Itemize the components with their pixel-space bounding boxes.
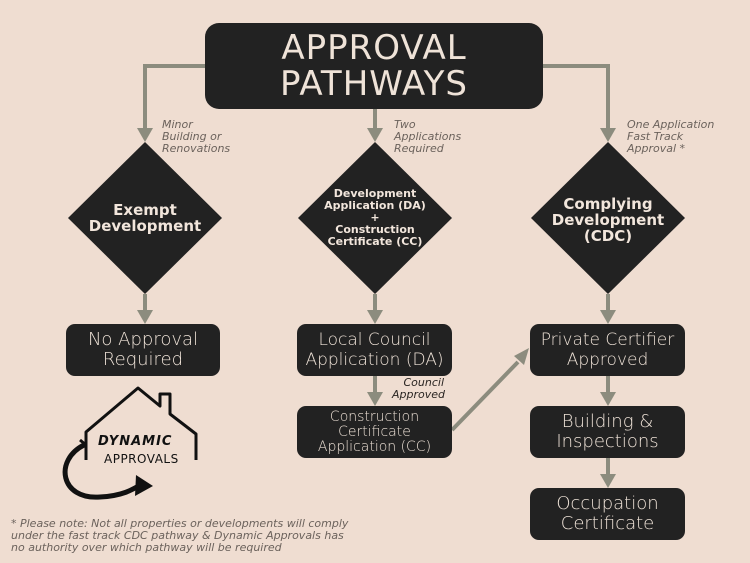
decision-label-da-cc: Development Application (DA) + Construct… [324,187,426,248]
decision-diamond-cdc [531,142,685,294]
footnote: * Please note: Not all properties or dev… [11,517,349,554]
arrowhead [600,310,616,324]
result-occupation-certificate-label: Occupation Certificate [556,493,659,534]
connector-cc-to-private-certifier [450,360,520,432]
arrowhead [367,128,383,142]
result-occupation-certificate: Occupation Certificate [530,488,685,540]
result-private-certifier: Private Certifier Approved [530,324,685,376]
decision-diamond-da-cc [298,142,452,294]
logo-swoosh-arrow-icon [62,442,153,500]
connector-title-to-exempt [143,64,205,130]
result-no-approval-label: No Approval Required [87,329,199,370]
arrowhead [137,310,153,324]
branch-note-right: One Application Fast Track Approval * [627,118,715,155]
result-construction-certificate: Construction Certificate Application (CC… [297,406,452,458]
decision-label-cdc: Complying Development (CDC) [551,195,665,245]
result-local-council: Local Council Application (DA) [297,324,452,376]
decision-label-exempt: Exempt Development [88,201,202,235]
result-private-certifier-label: Private Certifier Approved [540,330,675,370]
result-construction-certificate-label: Construction Certificate Application (CC… [317,408,432,455]
logo-approvals-text: APPROVALS [104,452,179,466]
arrowhead [367,310,383,324]
arrowhead [367,392,383,406]
arrowhead [514,348,529,365]
arrowhead [600,128,616,142]
page-title: APPROVAL PATHWAYS [279,28,468,104]
result-local-council-label: Local Council Application (DA) [305,330,444,370]
branch-note-middle: Two Applications Required [394,118,462,155]
title-box: APPROVAL PATHWAYS [205,23,543,109]
arrowhead [600,392,616,406]
arrowhead [600,474,616,488]
connector-title-to-cdc [543,64,610,130]
result-no-approval: No Approval Required [66,324,220,376]
branch-note-left: Minor Building or Renovations [162,118,231,155]
result-building-inspections: Building & Inspections [530,406,685,458]
logo-house-icon [79,386,198,460]
council-approved-note: Council Approved [392,376,446,401]
arrowhead [137,128,153,142]
logo-dynamic-text: DYNAMIC [98,434,173,449]
result-building-inspections-label: Building & Inspections [556,411,659,452]
decision-diamond-exempt [68,142,222,294]
